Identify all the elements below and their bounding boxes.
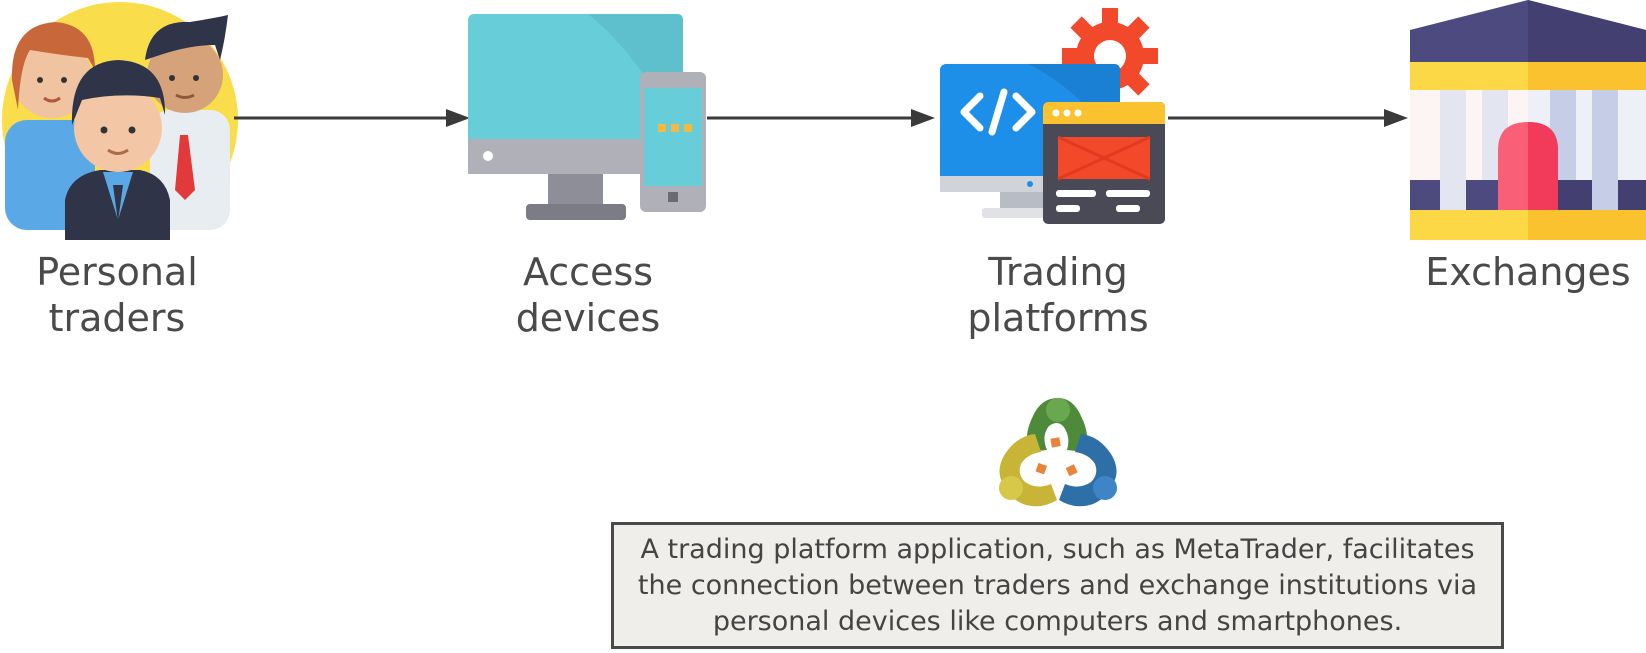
platform-icon [940, 8, 1165, 224]
node-label-line: devices [515, 296, 661, 340]
node-label-line: Personal [36, 250, 198, 294]
node-label-line: Trading [988, 250, 1128, 294]
people-icon [2, 2, 238, 240]
node-label-line: platforms [967, 296, 1149, 340]
flow-arrow [707, 109, 935, 127]
node-label-line: traders [48, 296, 186, 340]
flow-arrow [1168, 109, 1408, 127]
node-label-line: Exchanges [1425, 250, 1631, 294]
node-label-trading-platforms: Trading platforms [953, 249, 1163, 341]
node-label-personal-traders: Personal traders [12, 249, 222, 341]
devices-icon [468, 14, 706, 220]
note-line: the connection between traders and excha… [637, 569, 1478, 601]
note-line: personal devices like computers and smar… [712, 605, 1403, 637]
note-line: A trading platform application, such as … [640, 533, 1475, 565]
flow-arrow [234, 109, 470, 127]
metatrader-logo-icon [999, 398, 1117, 507]
bank-icon [1410, 0, 1646, 240]
node-label-access-devices: Access devices [483, 249, 693, 341]
node-label-line: Access [522, 250, 654, 294]
node-label-exchanges: Exchanges [1423, 249, 1633, 295]
note-box: A trading platform application, such as … [611, 522, 1504, 649]
